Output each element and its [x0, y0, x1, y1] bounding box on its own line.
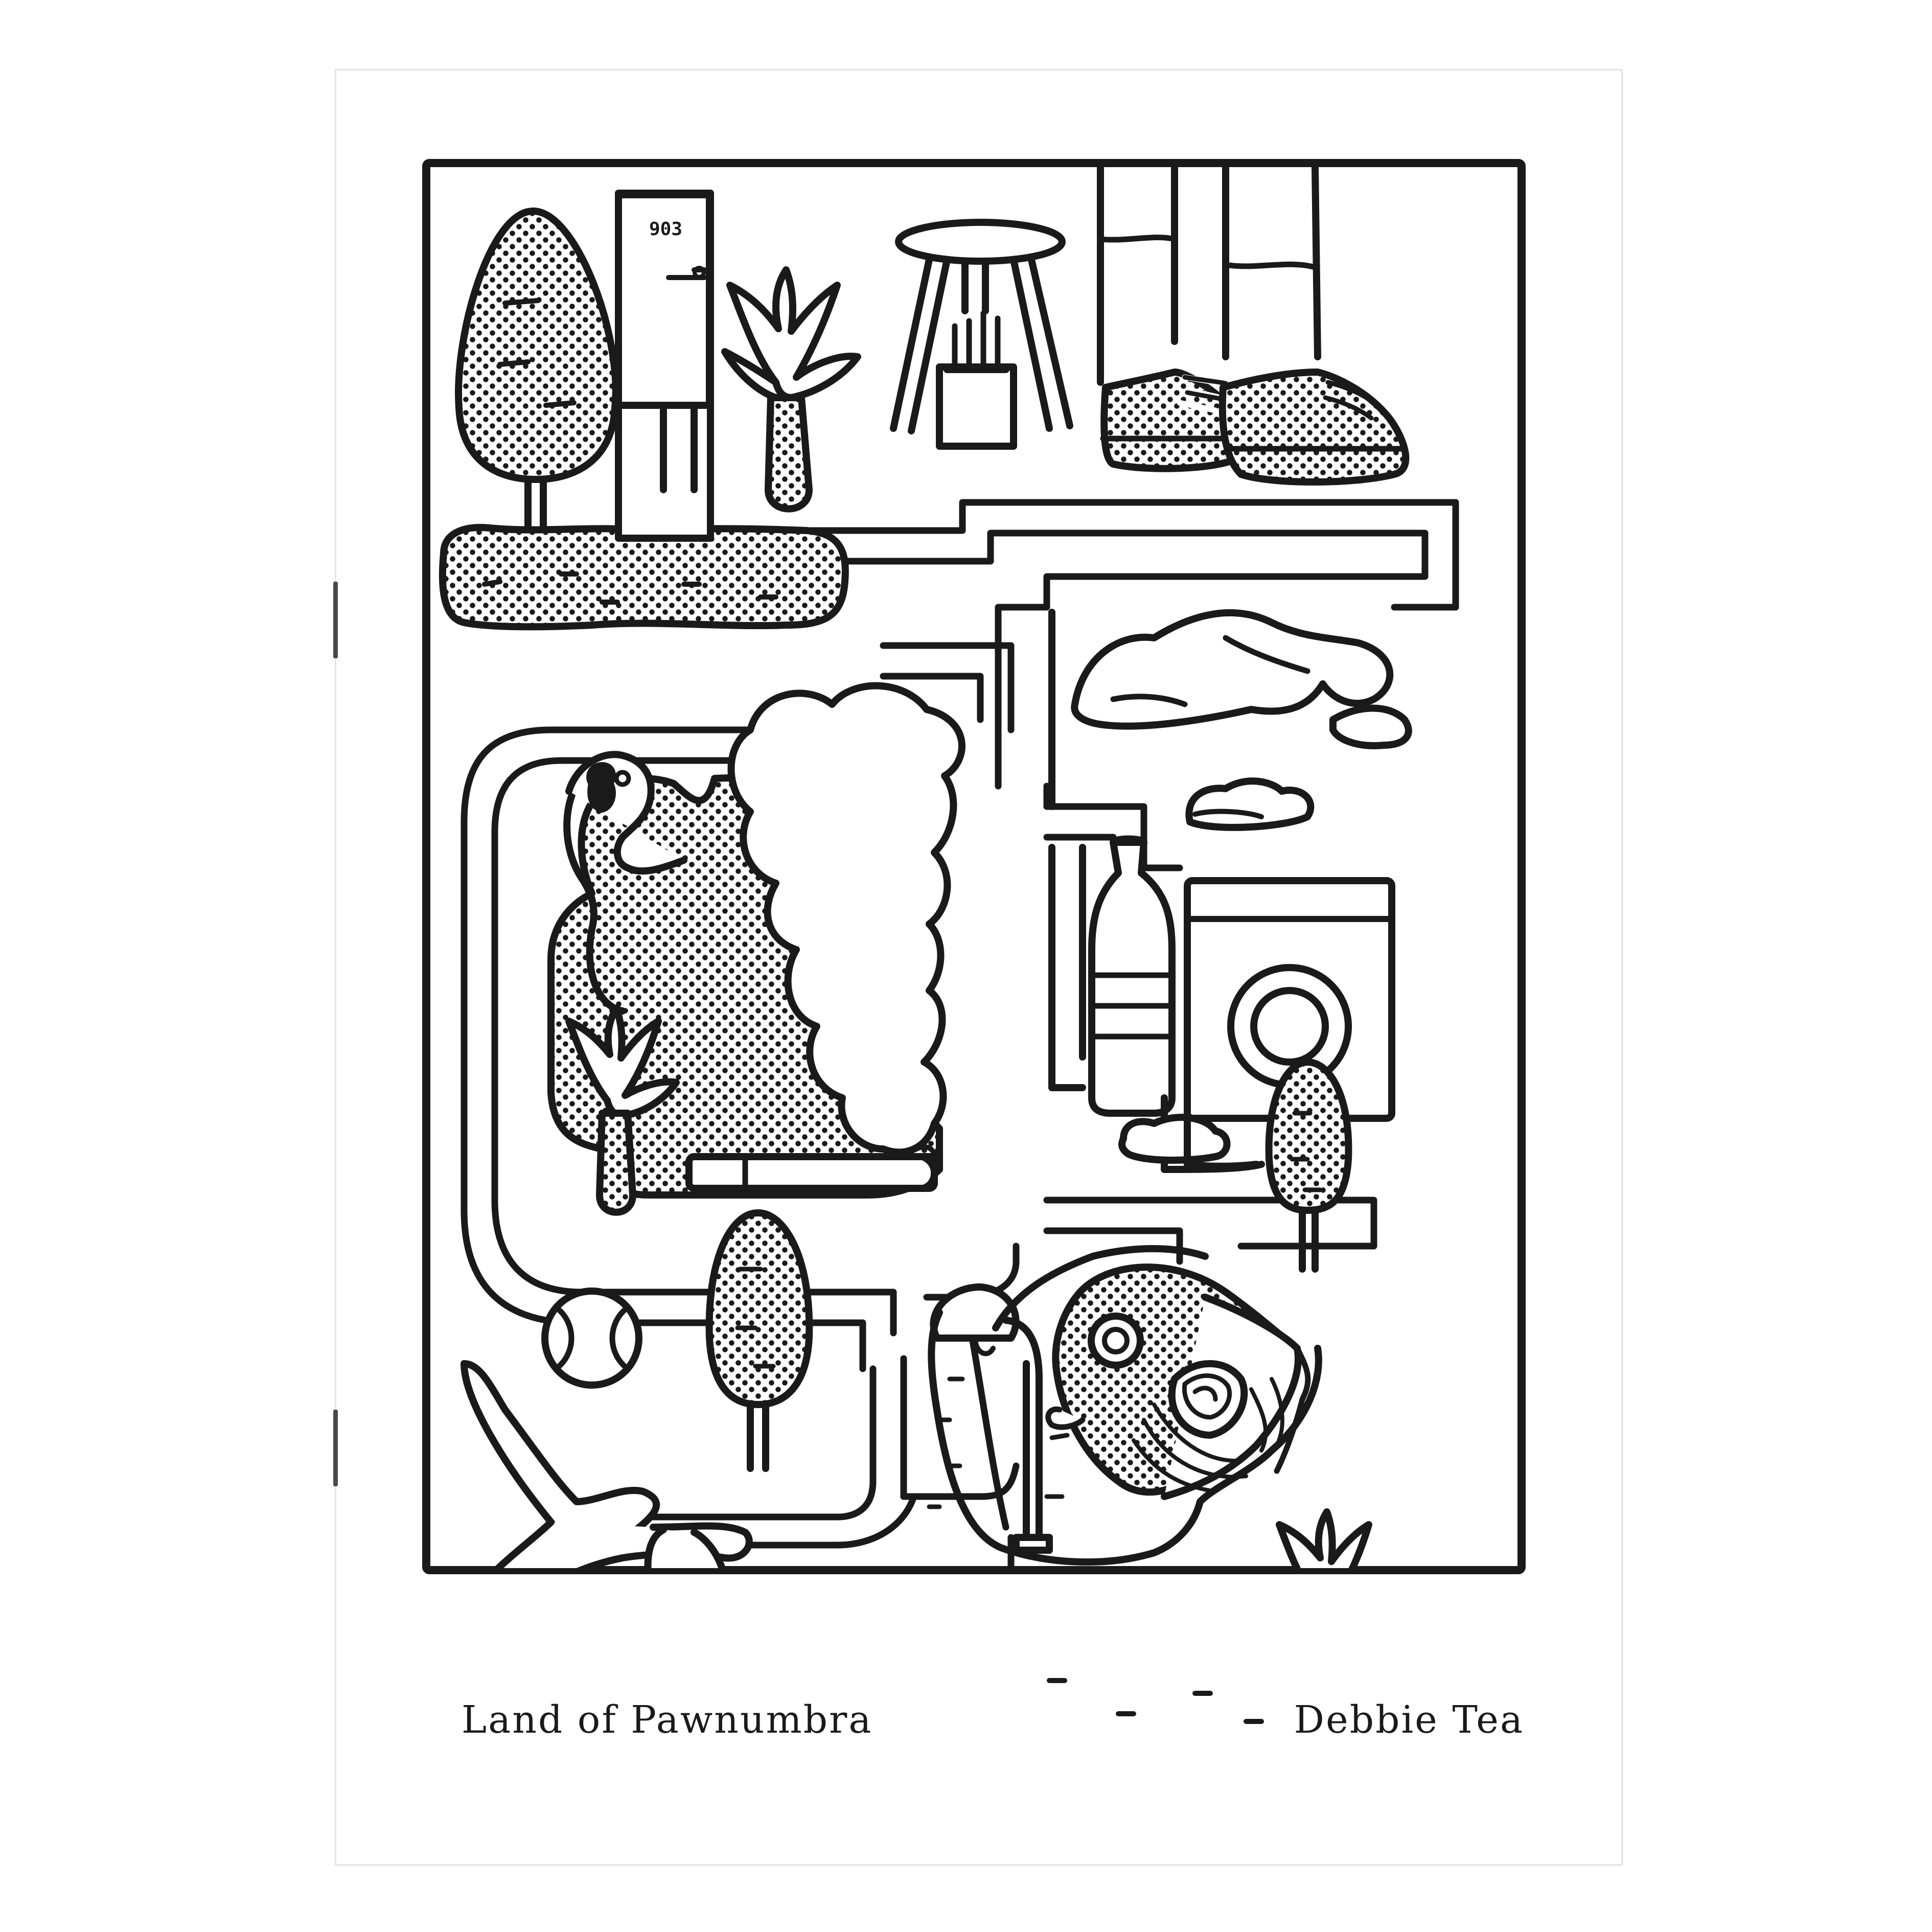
- palm-tree-icon: [721, 266, 861, 513]
- tree-icon: [455, 208, 619, 555]
- palm-tree-icon: [1276, 1508, 1372, 1568]
- bush-icon: [1016, 1654, 1304, 1740]
- washing-machine-icon: [1118, 877, 1395, 1173]
- tree-icon: [1265, 1059, 1352, 1273]
- tennis-ball-icon: [541, 1287, 642, 1389]
- door-frame: [615, 191, 713, 493]
- pebble-icon: [520, 1617, 797, 1652]
- street-lamp-icon: [927, 1283, 1070, 1554]
- bush-icon: [439, 524, 849, 631]
- door-number: 903: [649, 219, 682, 240]
- fish-head-icon: [1045, 1263, 1311, 1500]
- bottle-icon: [1048, 835, 1176, 1117]
- zine-title: Land of Pawnumbra: [462, 1698, 873, 1742]
- antler-branch-icon: [461, 1360, 753, 1568]
- rocks-icon: [1048, 609, 1412, 831]
- cigarette-icon: [685, 1144, 938, 1192]
- zine-author: Debbie Tea: [1294, 1698, 1524, 1742]
- zine-cover: 903: [333, 69, 1623, 1866]
- pencil-cup-icon: [936, 310, 1017, 450]
- leaf-marks: [482, 571, 1264, 1724]
- cloud-smoke-icon: [727, 682, 965, 1156]
- staple-top: [333, 582, 338, 658]
- pond-outline: [928, 1245, 1322, 1566]
- staple-bottom: [333, 1410, 338, 1486]
- illustration-frame: [422, 159, 1526, 1574]
- sneakers-icon: [1097, 165, 1410, 486]
- tree-icon: [705, 1209, 813, 1472]
- cover-illustration: 903: [422, 159, 1526, 1740]
- stool-icon: [890, 219, 1073, 434]
- palm-tree-icon: [565, 1005, 680, 1216]
